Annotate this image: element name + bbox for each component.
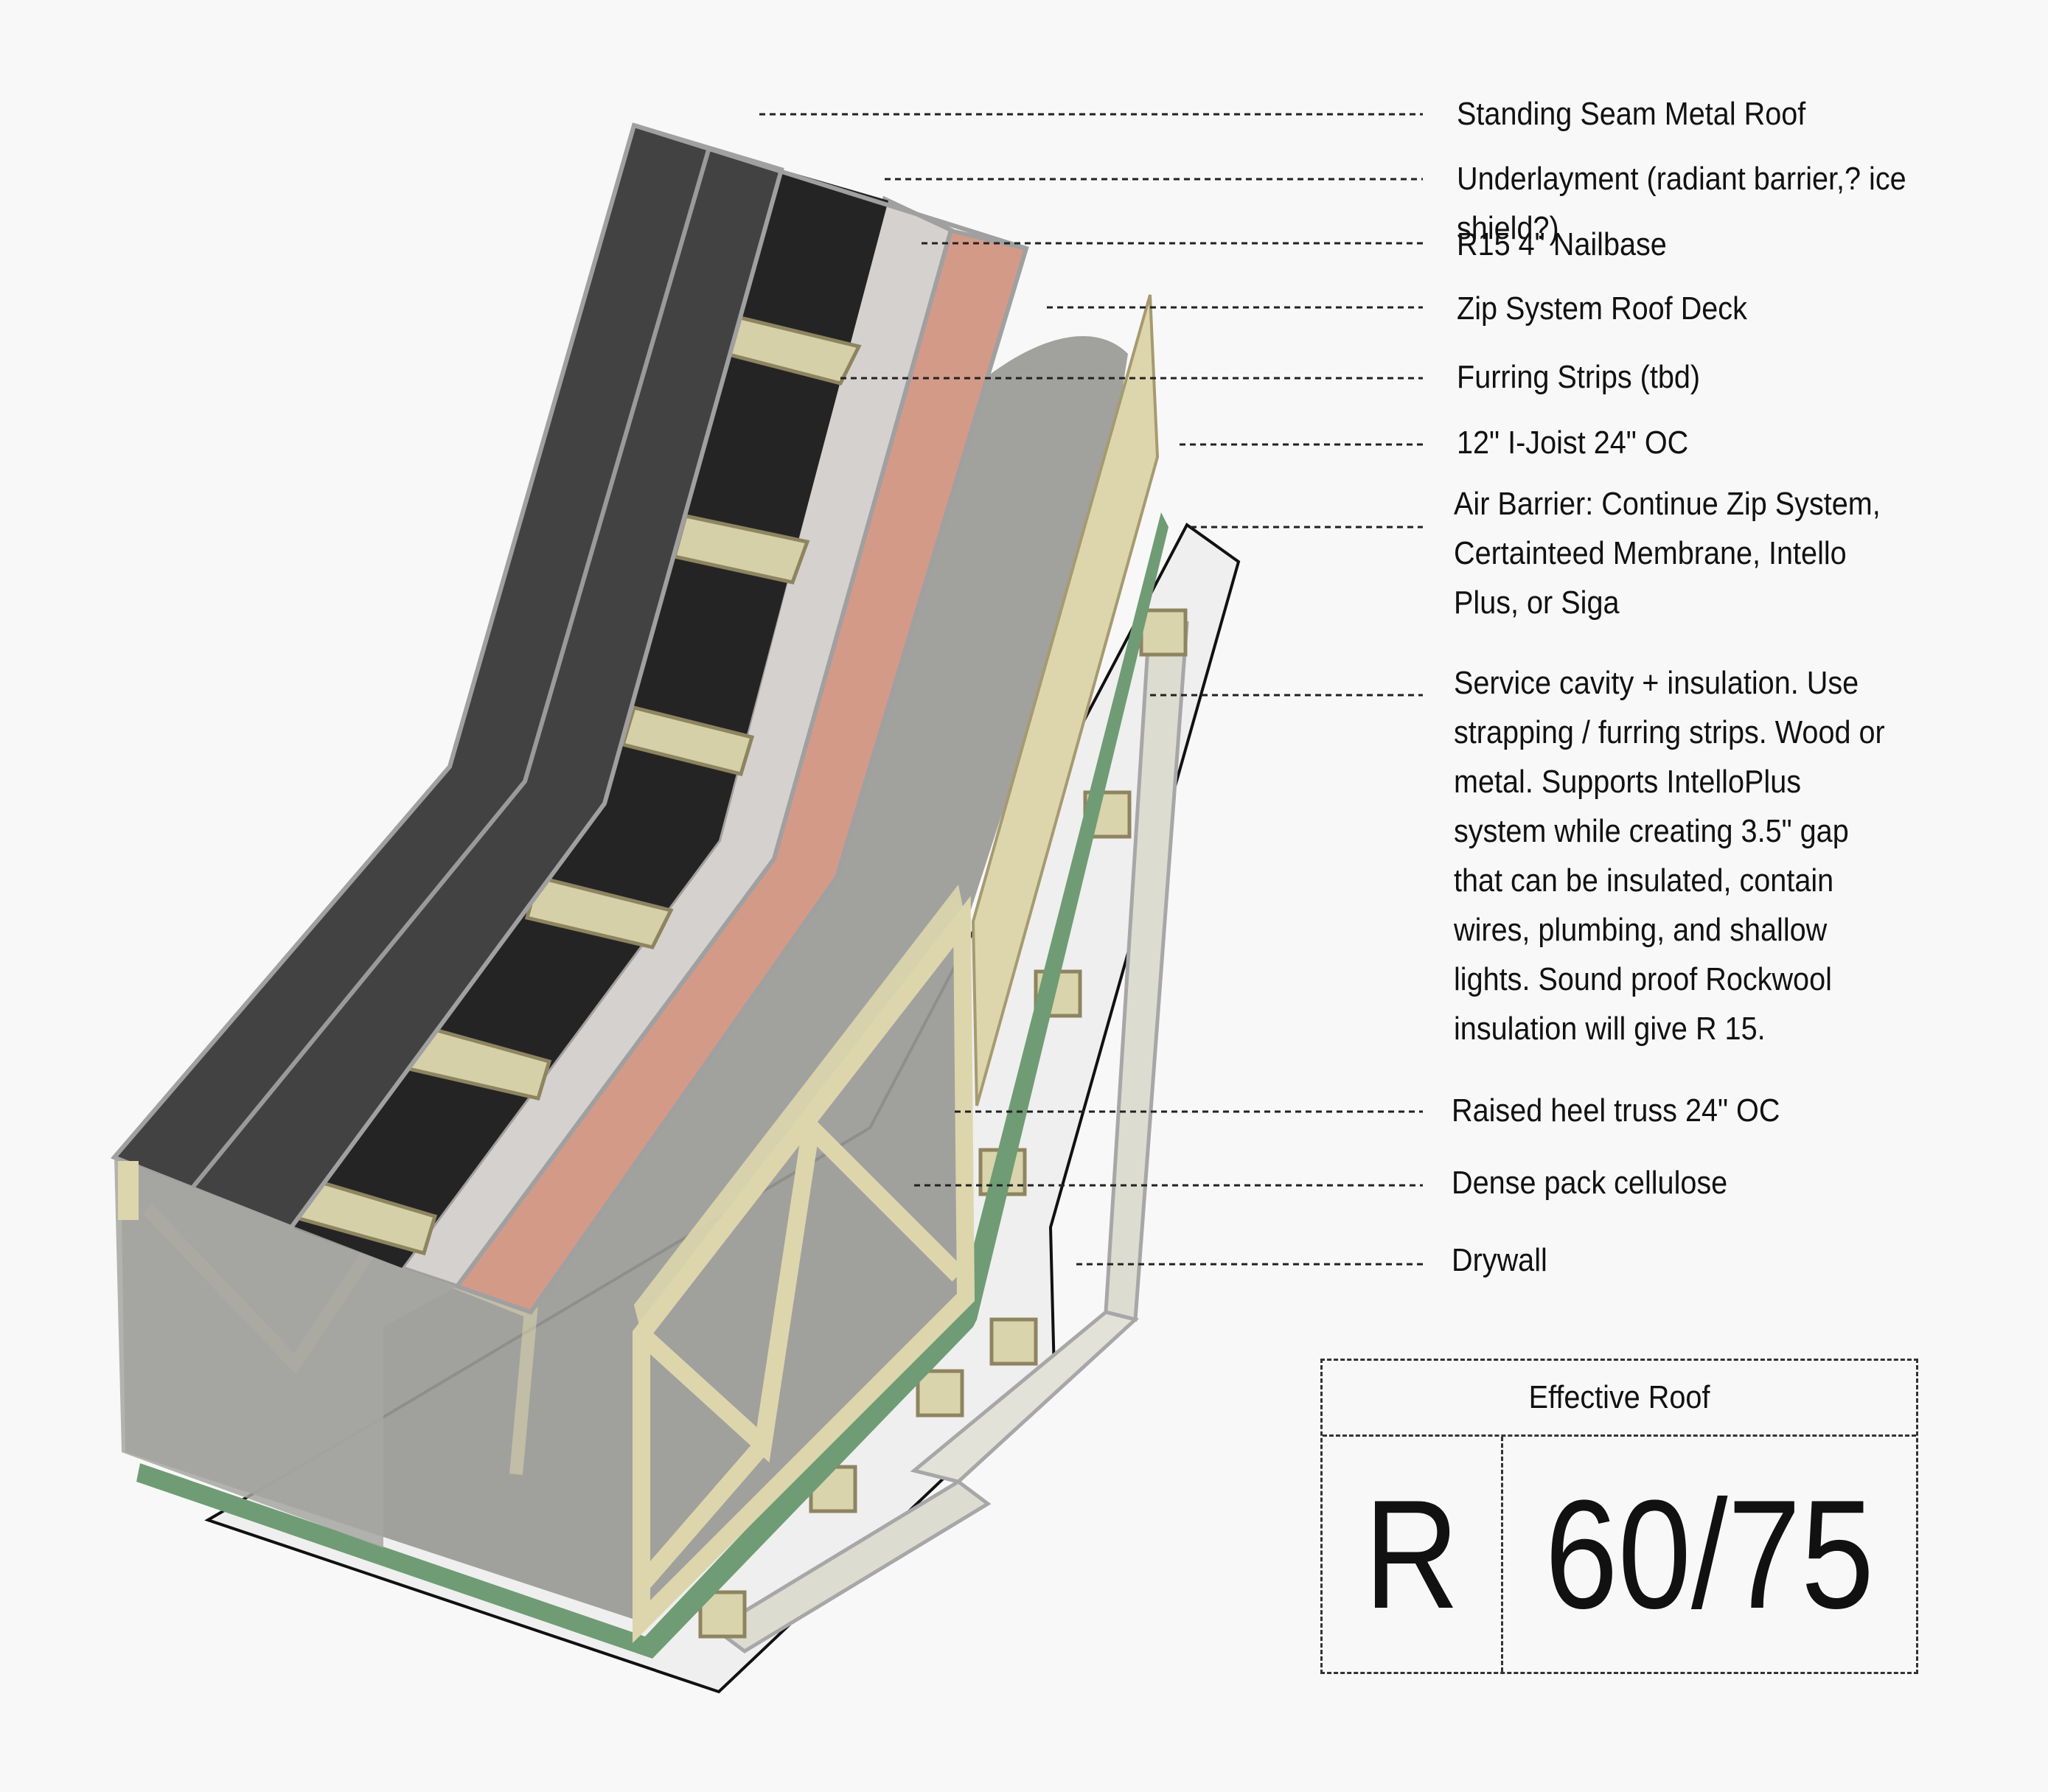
eave-fascia [114, 1157, 457, 1548]
label-drywall: Drywall [1452, 1242, 1547, 1278]
air-barrier-membrane [136, 512, 1168, 1659]
label-zip-deck: Zip System Roof Deck [1457, 290, 1747, 327]
label-service-cavity: Service cavity + insulation. Use strappi… [1454, 665, 1885, 1047]
roof-seam-line [191, 147, 711, 1188]
label-air-barrier: Air Barrier: Continue Zip System, Certai… [1454, 486, 1881, 621]
r-value-cell: 60/75 [1544, 1467, 1875, 1641]
label-heel-truss: Raised heel truss 24" OC [1452, 1092, 1780, 1129]
label-furring-strips: Furring Strips (tbd) [1457, 359, 1701, 395]
label-standing-seam-roof: Standing Seam Metal Roof [1457, 96, 1806, 132]
leader-lines [759, 113, 1423, 1266]
r-table-header: Effective Roof [1323, 1361, 1916, 1437]
i-joist-web [971, 294, 1160, 1106]
furring-strips [289, 315, 862, 1256]
label-nailbase: R15 4" Nailbase [1457, 226, 1667, 262]
eave-wood-edge [118, 1161, 139, 1220]
truss-top-chord [634, 885, 966, 1334]
label-cellulose: Dense pack cellulose [1452, 1165, 1728, 1201]
effective-roof-r-value-table: Effective Roof R 60/75 [1320, 1359, 1918, 1674]
r-label-cell: R [1323, 1437, 1503, 1672]
nailbase-layer [291, 170, 888, 1268]
roof-ridge-edge [633, 123, 1027, 251]
label-underlayment: Underlayment (radiant barrier,? ice shie… [1457, 161, 1906, 246]
label-i-joist: 12" I-Joist 24" OC [1457, 425, 1689, 461]
